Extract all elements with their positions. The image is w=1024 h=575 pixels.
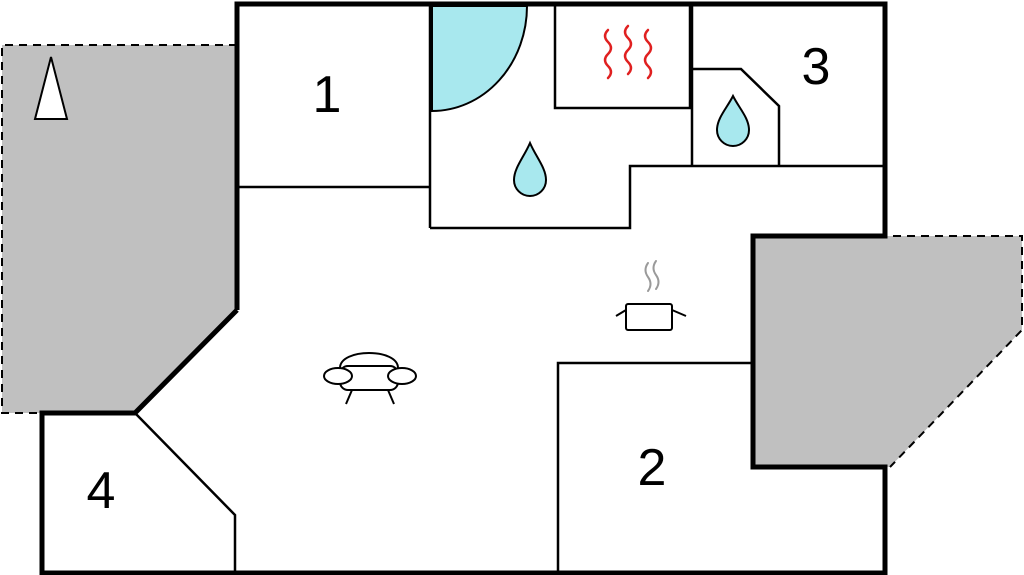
outer-walls [39, 1, 888, 575]
room-2-label: 2 [638, 439, 667, 497]
sauna-heat-icon [603, 24, 653, 80]
inner-walls [134, 4, 885, 573]
terrace-left [1, 44, 237, 414]
room-4-label: 4 [87, 462, 116, 520]
terrace-right [753, 235, 1023, 468]
north-arrow-icon [33, 56, 69, 120]
shower-icon [431, 5, 529, 113]
room-1-label: 1 [313, 66, 342, 124]
sofa-icon [323, 352, 417, 405]
room-3-label: 3 [802, 38, 831, 96]
water-drop-icon [512, 140, 548, 197]
water-drop-icon [715, 93, 751, 147]
cooking-pot-icon [615, 260, 687, 331]
